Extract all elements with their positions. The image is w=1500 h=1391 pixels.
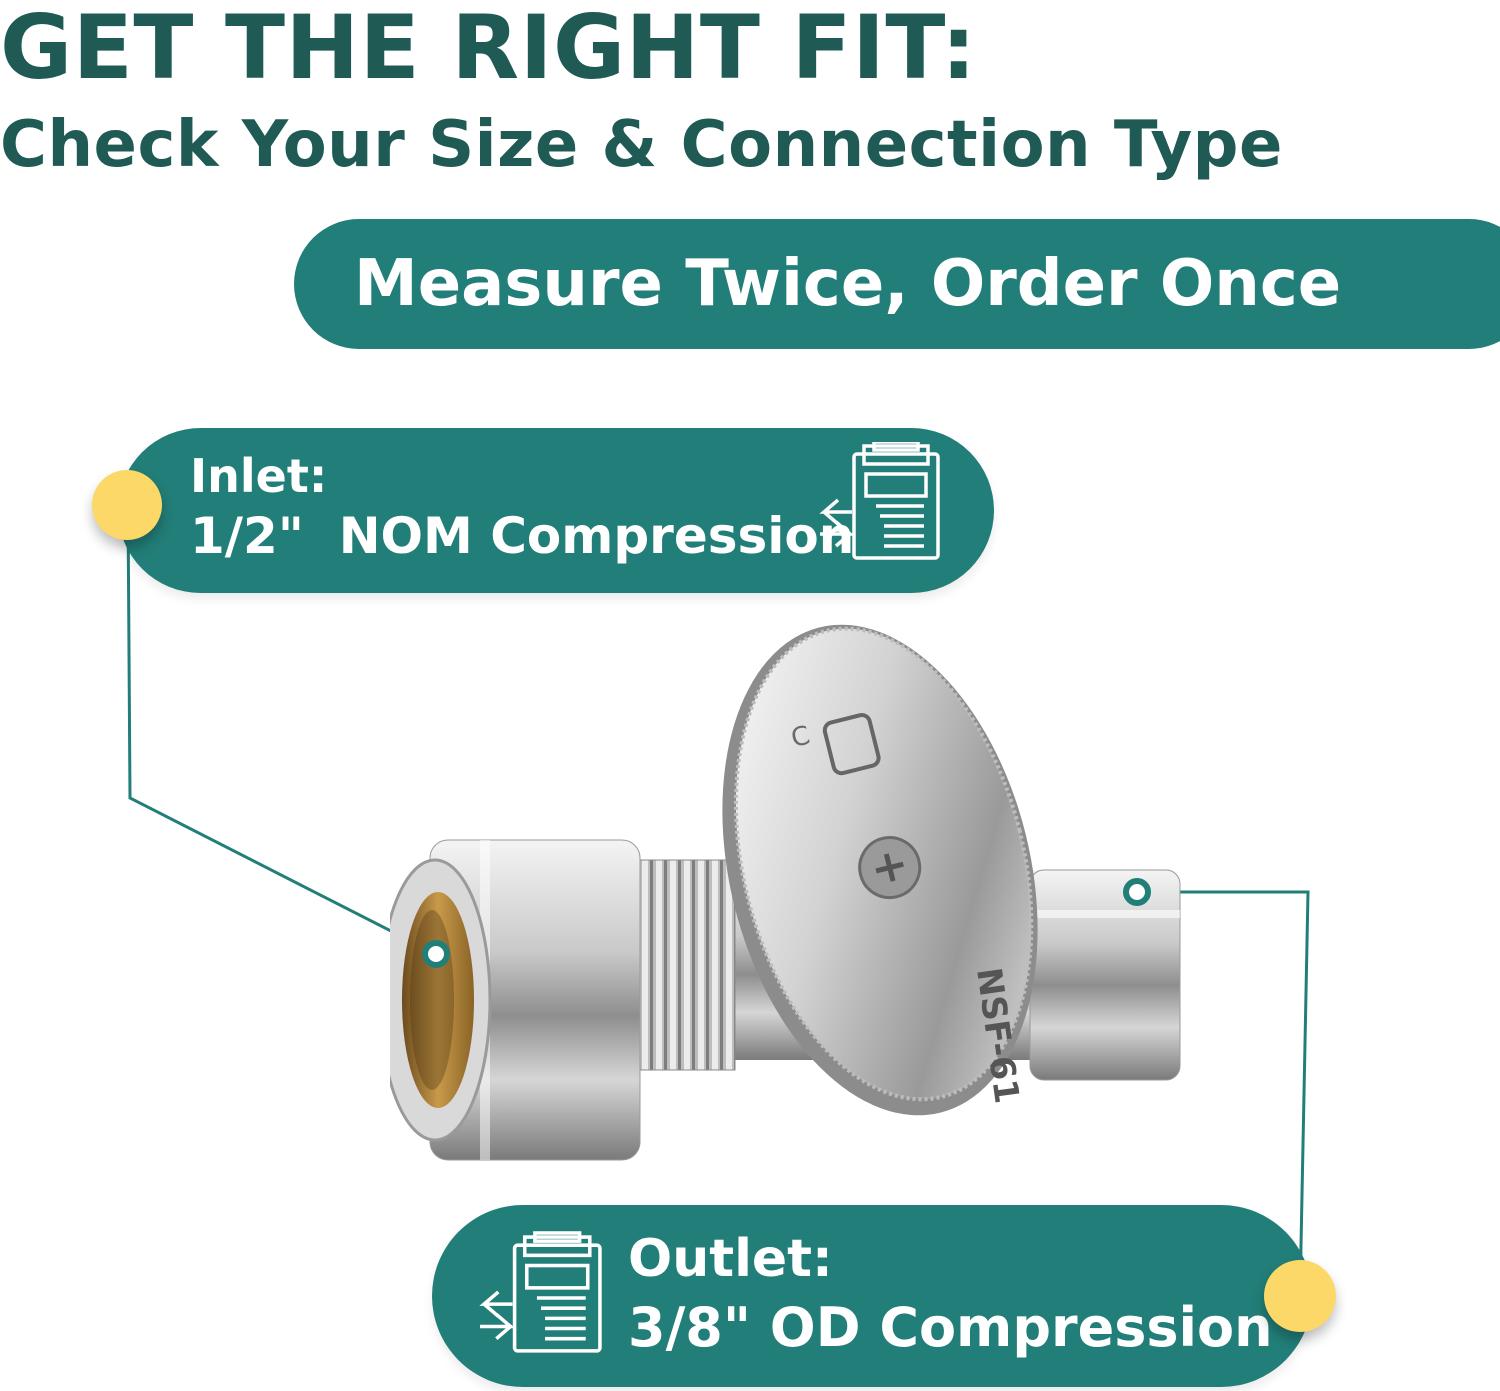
inlet-connection-marker — [422, 940, 450, 968]
tagline-banner: Measure Twice, Order Once — [294, 219, 1500, 349]
outlet-label: Outlet: — [628, 1229, 833, 1289]
outlet-connection-marker — [1123, 878, 1151, 906]
outlet-spec: 3/8" OD Compression — [628, 1296, 1273, 1359]
page-subtitle: Check Your Size & Connection Type — [0, 108, 1283, 182]
outlet-callout: Outlet: 3/8" OD Compression — [432, 1205, 1312, 1387]
clipboard-exchange-icon — [819, 442, 940, 560]
inlet-leader-line — [126, 504, 437, 956]
outlet-leader-line — [1137, 890, 1310, 1297]
page-title: GET THE RIGHT FIT: — [0, 0, 977, 99]
tagline-text: Measure Twice, Order Once — [354, 247, 1342, 321]
inlet-label: Inlet: — [190, 449, 328, 503]
outlet-callout-dot — [1264, 1260, 1336, 1332]
inlet-callout: Inlet: 1/2" NOM Compression — [118, 428, 994, 593]
clipboard-exchange-icon — [479, 1231, 602, 1353]
inlet-callout-dot — [92, 470, 162, 540]
angle-stop-valve-illustration: C NSF-61 — [390, 624, 1181, 1161]
inlet-spec: 1/2" NOM Compression — [190, 507, 855, 565]
